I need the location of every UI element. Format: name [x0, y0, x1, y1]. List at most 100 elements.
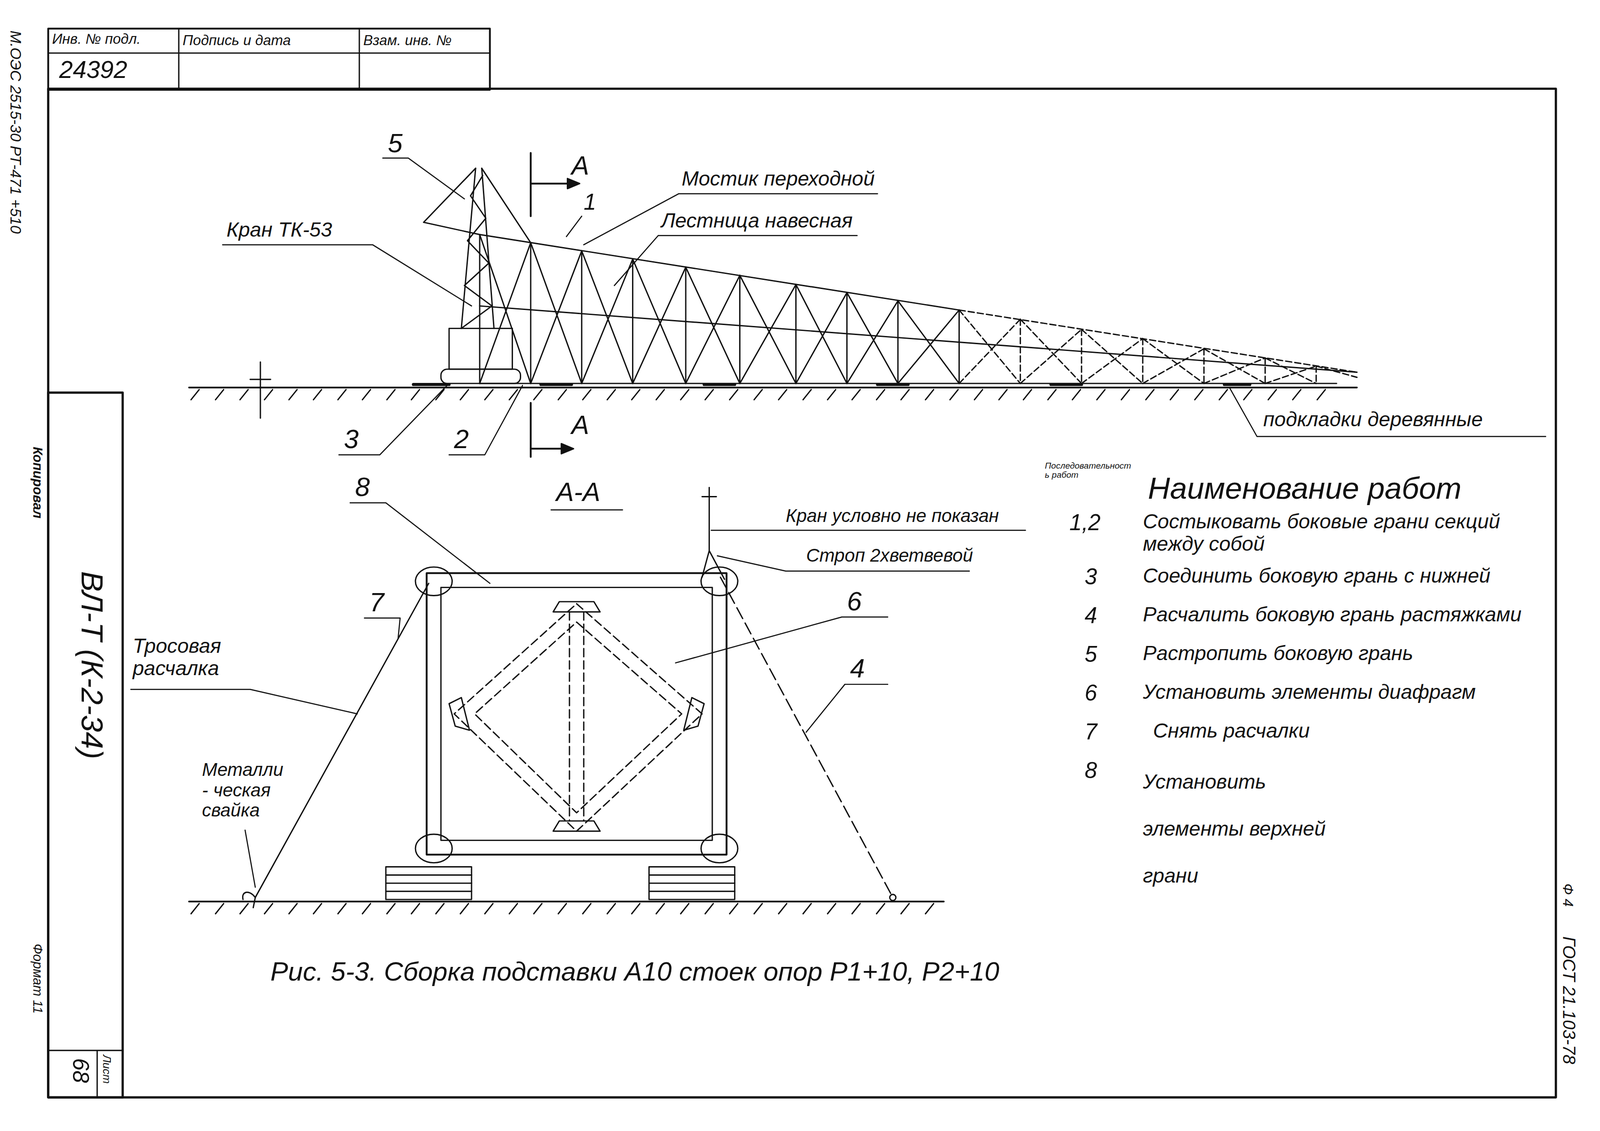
table-cell: 5 — [1084, 642, 1098, 667]
ground-hatch — [1292, 389, 1301, 400]
format-text: Ф 4 — [1558, 883, 1577, 907]
section-a-a — [700, 567, 738, 596]
ground-hatch — [900, 389, 910, 400]
section-a-a — [474, 622, 682, 813]
ground-hatch — [239, 389, 249, 400]
section-a-a — [648, 875, 735, 892]
table-cell: Установить элементы диафрагм — [1142, 680, 1549, 704]
table-cell: 6 — [1084, 680, 1098, 706]
ground-hatch — [827, 389, 836, 400]
ground-hatch — [386, 389, 395, 400]
sheet-frame — [48, 392, 123, 1098]
ground-hatch — [215, 903, 224, 914]
ground-hatch — [1317, 389, 1326, 400]
truss-elevation — [413, 234, 1357, 385]
title-block-text: 24392 — [59, 56, 128, 83]
ground-hatch — [289, 389, 298, 400]
ground-hatch — [435, 389, 445, 400]
section-a-a — [385, 875, 472, 892]
truss-elevation — [479, 234, 959, 384]
title-block-text: Инв. № подл. — [51, 31, 141, 47]
section-a-a — [700, 834, 738, 864]
ground-hatch — [925, 389, 934, 400]
ground-hatch — [558, 389, 567, 400]
section-mark: А — [571, 150, 590, 181]
ground-hatch — [558, 903, 567, 914]
ground-hatch — [607, 903, 616, 914]
section-a-a — [569, 611, 584, 822]
crane-tk53 — [423, 168, 531, 243]
table-cell: Соединить боковую грань с нижней — [1142, 564, 1549, 587]
ground-hatch — [1121, 389, 1130, 400]
ground-hatch — [754, 389, 763, 400]
ground-hatch — [656, 903, 665, 914]
table-cell: Растропить боковую грань — [1142, 642, 1549, 665]
callout-number: 2 — [454, 424, 469, 454]
ground-hatch — [582, 903, 591, 914]
ground-hatch — [1072, 389, 1081, 400]
truss-elevation — [958, 310, 1357, 373]
ground-hatch — [852, 389, 861, 400]
ground-hatch — [191, 389, 200, 400]
leader-lines — [449, 385, 523, 456]
ground-hatch — [704, 389, 714, 400]
ground-hatch — [313, 389, 322, 400]
note-text: Кран условно не показан — [785, 506, 1000, 527]
ground-hatch — [949, 389, 958, 400]
ground-hatch — [974, 389, 983, 400]
ground-hatch — [289, 903, 298, 914]
section-a-a — [889, 894, 896, 901]
ground-hatch — [827, 903, 836, 914]
section-mark: А — [571, 410, 590, 440]
ground-hatch — [411, 389, 420, 400]
part-label: Строп 2хветвевой — [806, 545, 974, 566]
stamp-text: Формат 11 — [29, 943, 46, 1015]
leader-lines — [551, 509, 623, 511]
title-block-text: Взам. инв. № — [363, 32, 452, 49]
ground-hatch — [778, 903, 788, 914]
ground-hatch — [1243, 389, 1253, 400]
part-label: Тросовая расчалка — [132, 634, 254, 680]
figure-caption: Рис. 5-3. Сборка подставки А10 стоек опо… — [270, 957, 1000, 987]
leader-lines — [806, 684, 888, 733]
table-header: Последовательность работ — [1045, 461, 1133, 481]
table-header: Наименование работ — [1148, 471, 1462, 506]
leader-lines — [614, 235, 857, 286]
sheet-label: Лист — [99, 1055, 114, 1084]
callout-number: 6 — [846, 586, 862, 617]
ground-hatch — [1194, 389, 1203, 400]
title-block-text: Подпись и дата — [182, 32, 291, 49]
callout-number: 5 — [387, 128, 403, 158]
ground-hatch — [313, 903, 322, 914]
truss-elevation — [413, 383, 1250, 387]
ground-hatch — [802, 903, 812, 914]
sheet-frame — [48, 28, 491, 90]
ground-hatch — [1219, 389, 1228, 400]
ground-hatch — [680, 903, 689, 914]
part-label: Металли- ческая свайка — [201, 760, 288, 821]
leader-lines — [338, 385, 447, 456]
leader-lines — [1229, 387, 1546, 437]
ground-hatch — [215, 389, 224, 400]
ground-hatch — [680, 389, 689, 400]
sheet-frame — [48, 88, 1557, 1098]
table-cell: 7 — [1084, 719, 1098, 745]
ground-hatch — [729, 903, 738, 914]
ground-hatch — [656, 389, 665, 400]
ground-hatch — [1047, 389, 1057, 400]
section-title: А-А — [556, 477, 601, 507]
section-a-a — [242, 892, 256, 908]
ground-hatch — [631, 903, 640, 914]
truss-elevation — [958, 310, 1357, 384]
ground-hatch — [337, 903, 347, 914]
ground-hatch — [1145, 389, 1155, 400]
ground-hatch — [435, 903, 445, 914]
sheet-number: 68 — [67, 1058, 95, 1084]
ground-hatch — [264, 903, 273, 914]
sheet-frame — [48, 28, 491, 90]
ground-hatch — [264, 389, 273, 400]
ground-hatch — [754, 903, 763, 914]
ground-hatch — [1268, 389, 1277, 400]
section-a-a — [415, 834, 453, 864]
